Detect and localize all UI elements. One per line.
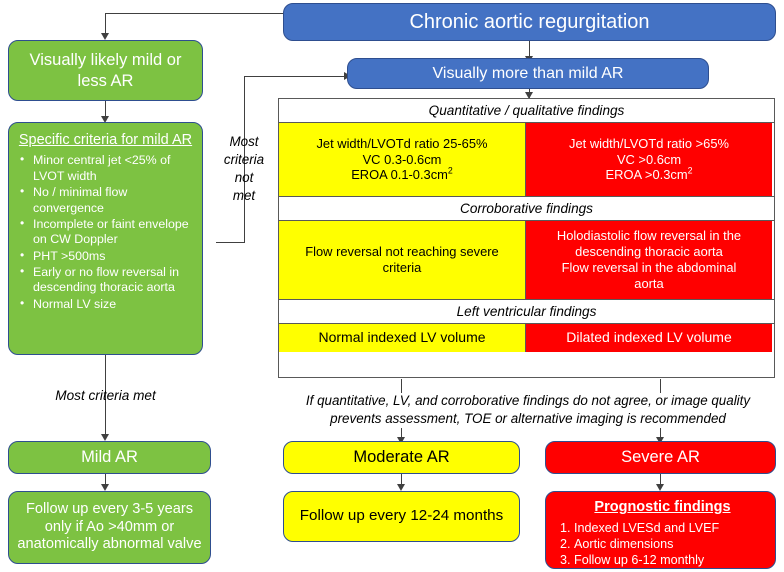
cell-line: Holodiastolic flow reversal in the [556, 228, 742, 244]
node-specific-criteria-mild-ar[interactable]: Specific criteria for mild AR Minor cent… [8, 122, 203, 355]
prognostic-content: Prognostic findings Indexed LVESd and LV… [546, 492, 775, 572]
node-severe-ar[interactable]: Severe AR [545, 441, 776, 474]
arrow-into-mildar [100, 434, 109, 441]
connector-mildar-to-followup [105, 474, 107, 487]
criteria-content: Specific criteria for mild AR Minor cent… [9, 123, 202, 319]
connector-footnote-to-moderate [401, 428, 403, 441]
tick-moderate-column [401, 379, 403, 393]
connector-criteria-to-mildar [105, 355, 107, 439]
criteria-heading: Specific criteria for mild AR [18, 132, 193, 148]
superscript: 2 [447, 166, 453, 177]
table-header-corroborative-label: Corroborative findings [460, 201, 593, 216]
connector-root-to-morethanmild [529, 41, 531, 59]
list-item: No / minimal flow convergence [20, 184, 194, 216]
findings-table: Quantitative / qualitative findings Jet … [278, 98, 775, 378]
cell-corroborative-moderate: Flow reversal not reaching severe criter… [279, 221, 526, 299]
arrow-into-mild-followup [100, 484, 109, 491]
node-root[interactable]: Chronic aortic regurgitation [283, 3, 776, 41]
connector-criteria-up [244, 76, 246, 243]
table-row: Flow reversal not reaching severe criter… [279, 221, 774, 300]
arrow-into-prognostic [655, 484, 664, 491]
node-more-than-mild-ar-label: Visually more than mild AR [432, 64, 624, 82]
criteria-list: Minor central jet <25% of LVOT width No … [15, 152, 196, 312]
prognostic-list: Indexed LVESd and LVEF Aortic dimensions… [560, 520, 765, 568]
arrow-into-severe-ar [655, 437, 664, 444]
cell-line: VC 0.3-0.6cm [362, 151, 442, 167]
connector-root-left-down [105, 13, 107, 35]
table-header-quantitative-label: Quantitative / qualitative findings [428, 103, 625, 118]
arrow-into-criteria [100, 116, 109, 123]
prognostic-heading: Prognostic findings [594, 499, 731, 515]
arrow-into-likely-mild [100, 33, 109, 40]
node-moderate-ar[interactable]: Moderate AR [283, 441, 520, 474]
arrow-into-table [524, 92, 533, 99]
cell-line: VC >0.6cm [616, 151, 682, 167]
list-item: Early or no flow reversal in descending … [20, 264, 194, 296]
connector-root-to-left [105, 13, 283, 15]
list-item: Minor central jet <25% of LVOT width [20, 152, 194, 184]
connector-to-morethanmild [244, 76, 347, 78]
node-moderate-ar-label: Moderate AR [353, 448, 450, 467]
cell-line: descending thoracic aorta [575, 244, 723, 260]
table-header-left-ventricular-label: Left ventricular findings [456, 304, 597, 319]
node-mild-followup[interactable]: Follow up every 3-5 years only if Ao >40… [8, 491, 211, 564]
cell-quantitative-severe: Jet width/LVOTd ratio >65% VC >0.6cm ERO… [526, 123, 772, 196]
cell-line: aorta [634, 275, 664, 291]
cell-lv-severe: Dilated indexed LV volume [526, 324, 772, 352]
node-severe-ar-label: Severe AR [621, 448, 700, 467]
connector-criteria-right [216, 242, 245, 244]
tick-severe-column [660, 379, 662, 393]
cell-line: EROA 0.1-0.3cm2 [351, 166, 453, 183]
table-header-corroborative: Corroborative findings [279, 197, 774, 221]
node-visually-likely-mild[interactable]: Visually likely mild or less AR [8, 40, 203, 101]
cell-lv-moderate: Normal indexed LV volume [279, 324, 526, 352]
node-mild-ar-label: Mild AR [81, 448, 138, 467]
cell-line: Jet width/LVOTd ratio >65% [569, 135, 729, 151]
list-item: Indexed LVESd and LVEF [560, 520, 720, 536]
table-row: Jet width/LVOTd ratio 25-65% VC 0.3-0.6c… [279, 123, 774, 197]
arrow-into-moderate-ar [396, 437, 405, 444]
superscript: 2 [687, 166, 693, 177]
list-item: Normal LV size [20, 296, 194, 312]
connector-severe-to-prognostic [660, 474, 662, 487]
label-most-criteria-not-met: Most criteria not met [223, 134, 265, 204]
connector-moderate-to-followup [401, 474, 403, 487]
node-more-than-mild-ar[interactable]: Visually more than mild AR [347, 58, 709, 89]
table-header-left-ventricular: Left ventricular findings [279, 300, 774, 324]
connector-likelymild-to-criteria [105, 101, 107, 120]
label-most-criteria-met: Most criteria met [55, 388, 156, 403]
cell-line: EROA >0.3cm2 [605, 166, 693, 183]
footnote-imaging-recommendation: If quantitative, LV, and corroborative f… [305, 393, 751, 426]
list-item: Follow up 6-12 monthly [560, 552, 705, 568]
cell-quantitative-moderate: Jet width/LVOTd ratio 25-65% VC 0.3-0.6c… [279, 123, 526, 196]
list-item: PHT >500ms [20, 248, 194, 264]
node-mild-followup-label: Follow up every 3-5 years only if Ao >40… [17, 500, 202, 553]
cell-line: Flow reversal in the abdominal [561, 260, 737, 275]
list-item: Aortic dimensions [560, 536, 674, 552]
table-header-quantitative: Quantitative / qualitative findings [279, 99, 774, 123]
node-prognostic-findings[interactable]: Prognostic findings Indexed LVESd and LV… [545, 491, 776, 569]
cell-corroborative-severe: Holodiastolic flow reversal in the desce… [526, 221, 772, 299]
node-root-label: Chronic aortic regurgitation [409, 10, 650, 33]
node-moderate-followup[interactable]: Follow up every 12-24 months [283, 491, 520, 542]
node-mild-ar[interactable]: Mild AR [8, 441, 211, 474]
table-row: Normal indexed LV volume Dilated indexed… [279, 324, 774, 352]
list-item: Incomplete or faint envelope on CW Doppl… [20, 216, 194, 248]
node-visually-likely-mild-label: Visually likely mild or less AR [29, 51, 182, 90]
cell-line: Jet width/LVOTd ratio 25-65% [316, 135, 488, 151]
node-moderate-followup-label: Follow up every 12-24 months [299, 507, 504, 525]
arrow-into-moderate-followup [396, 484, 405, 491]
connector-footnote-to-severe [660, 428, 662, 441]
